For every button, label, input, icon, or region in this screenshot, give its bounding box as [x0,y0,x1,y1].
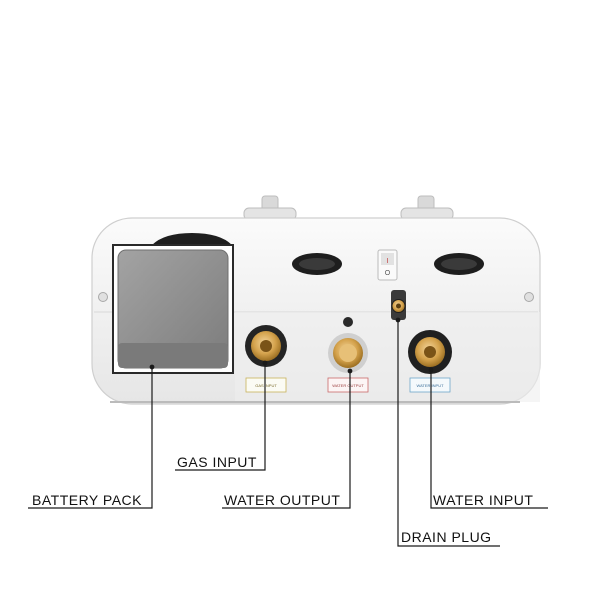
brass-fitting-icon [328,333,368,373]
water-output-leader [222,371,351,509]
gas-input-tag [245,377,287,393]
water-output-tag-text: WATER OUTPUT [332,383,364,388]
screw-icon [524,292,534,302]
callout-drain-plug: DRAIN PLUG [401,529,492,545]
mount-hole [343,317,353,327]
callout-gas-input: GAS INPUT [177,454,257,470]
drain-plug-icon [391,290,406,320]
water-input-leader [430,370,548,509]
leader-lines [28,317,548,547]
knob-icon [243,195,297,221]
water-input-tag-text: WATER INPUT [416,383,444,388]
water-input-tag [409,377,451,393]
callout-water-input: WATER INPUT [433,492,534,508]
switch-on-mark: I [387,258,389,265]
battery-pack-leader [28,367,153,509]
screw-icon [98,292,108,302]
gas-input-tag-text: GAS INPUT [255,383,277,388]
switch-off-mark: O [385,270,391,277]
brass-fitting-icon [408,330,452,374]
drain-plug-leader [397,320,500,547]
battery-pack-icon [112,233,234,374]
knob-icon [400,195,454,221]
callout-water-output: WATER OUTPUT [224,492,341,508]
callout-battery-pack: BATTERY PACK [32,492,142,508]
gas-input-leader [175,363,266,471]
brass-fitting-icon [245,325,287,367]
power-switch-icon: I O [377,249,398,281]
water-output-tag [327,377,369,393]
